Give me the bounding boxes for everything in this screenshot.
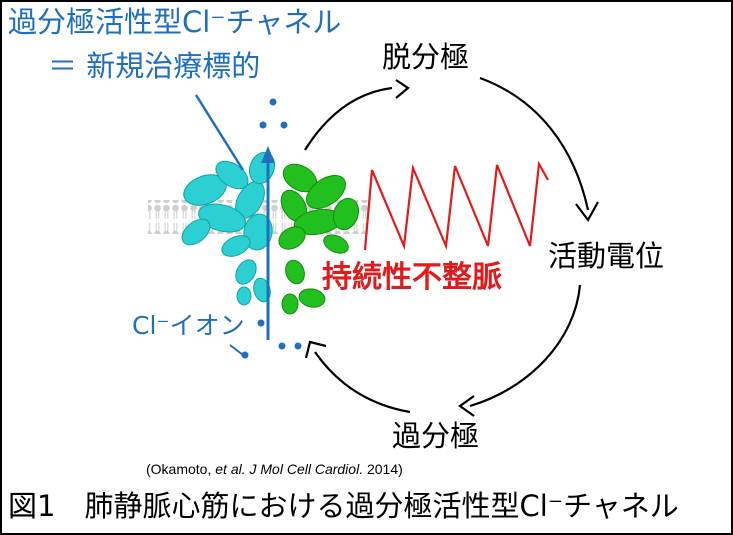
figure-caption: 図1 肺静脈心筋における過分極活性型Cl⁻チャネル (8, 489, 679, 523)
ion-dot (259, 121, 267, 129)
headline-channel: 過分極活性型Cl⁻チャネル (8, 5, 342, 39)
phase-action-potential: 活動電位 (548, 239, 665, 273)
arc-hyperpolarization-to-channel (314, 351, 411, 414)
target-pointer (194, 94, 245, 171)
arrowhead-channel (304, 340, 327, 359)
arc-ap-to-hyperpolarization (469, 284, 582, 408)
ion-dot (269, 98, 277, 106)
citation-year: 2014) (363, 461, 403, 477)
citation-prefix: (Okamoto, (146, 461, 216, 477)
ion-dot (257, 319, 265, 327)
phase-hyperpolarization: 過分極 (392, 419, 480, 453)
citation: (Okamoto, et al. J Mol Cell Cardiol. 201… (146, 462, 403, 476)
arrowhead-ap (575, 201, 599, 223)
arrhythmia-label: 持続性不整脈 (322, 260, 502, 295)
ion-dot (241, 351, 249, 359)
chloride-ion-label: Cl⁻イオン (132, 311, 245, 340)
ion-flow-arrowhead (261, 146, 275, 163)
arrowhead-hyperpolarization (458, 395, 475, 417)
ion-dot (280, 121, 288, 129)
arc-channel-to-depolarization (304, 86, 393, 151)
arrowhead-depolarization (395, 79, 410, 99)
ion-dot (294, 342, 302, 350)
ion-dot (278, 342, 286, 350)
chloride-ions (241, 98, 302, 359)
phase-depolarization: 脱分極 (382, 40, 470, 74)
arc-depolarization-to-ap (479, 76, 590, 211)
citation-journal: et al. J Mol Cell Cardiol. (215, 461, 364, 477)
ion-pointer (229, 344, 244, 356)
channel-subunit-green (278, 163, 360, 315)
action-potential-trace (363, 160, 549, 251)
cycle-arrows (304, 76, 599, 417)
headline-target: ＝ 新規治療標的 (48, 49, 261, 83)
channel-subunit-cyan (181, 151, 276, 306)
